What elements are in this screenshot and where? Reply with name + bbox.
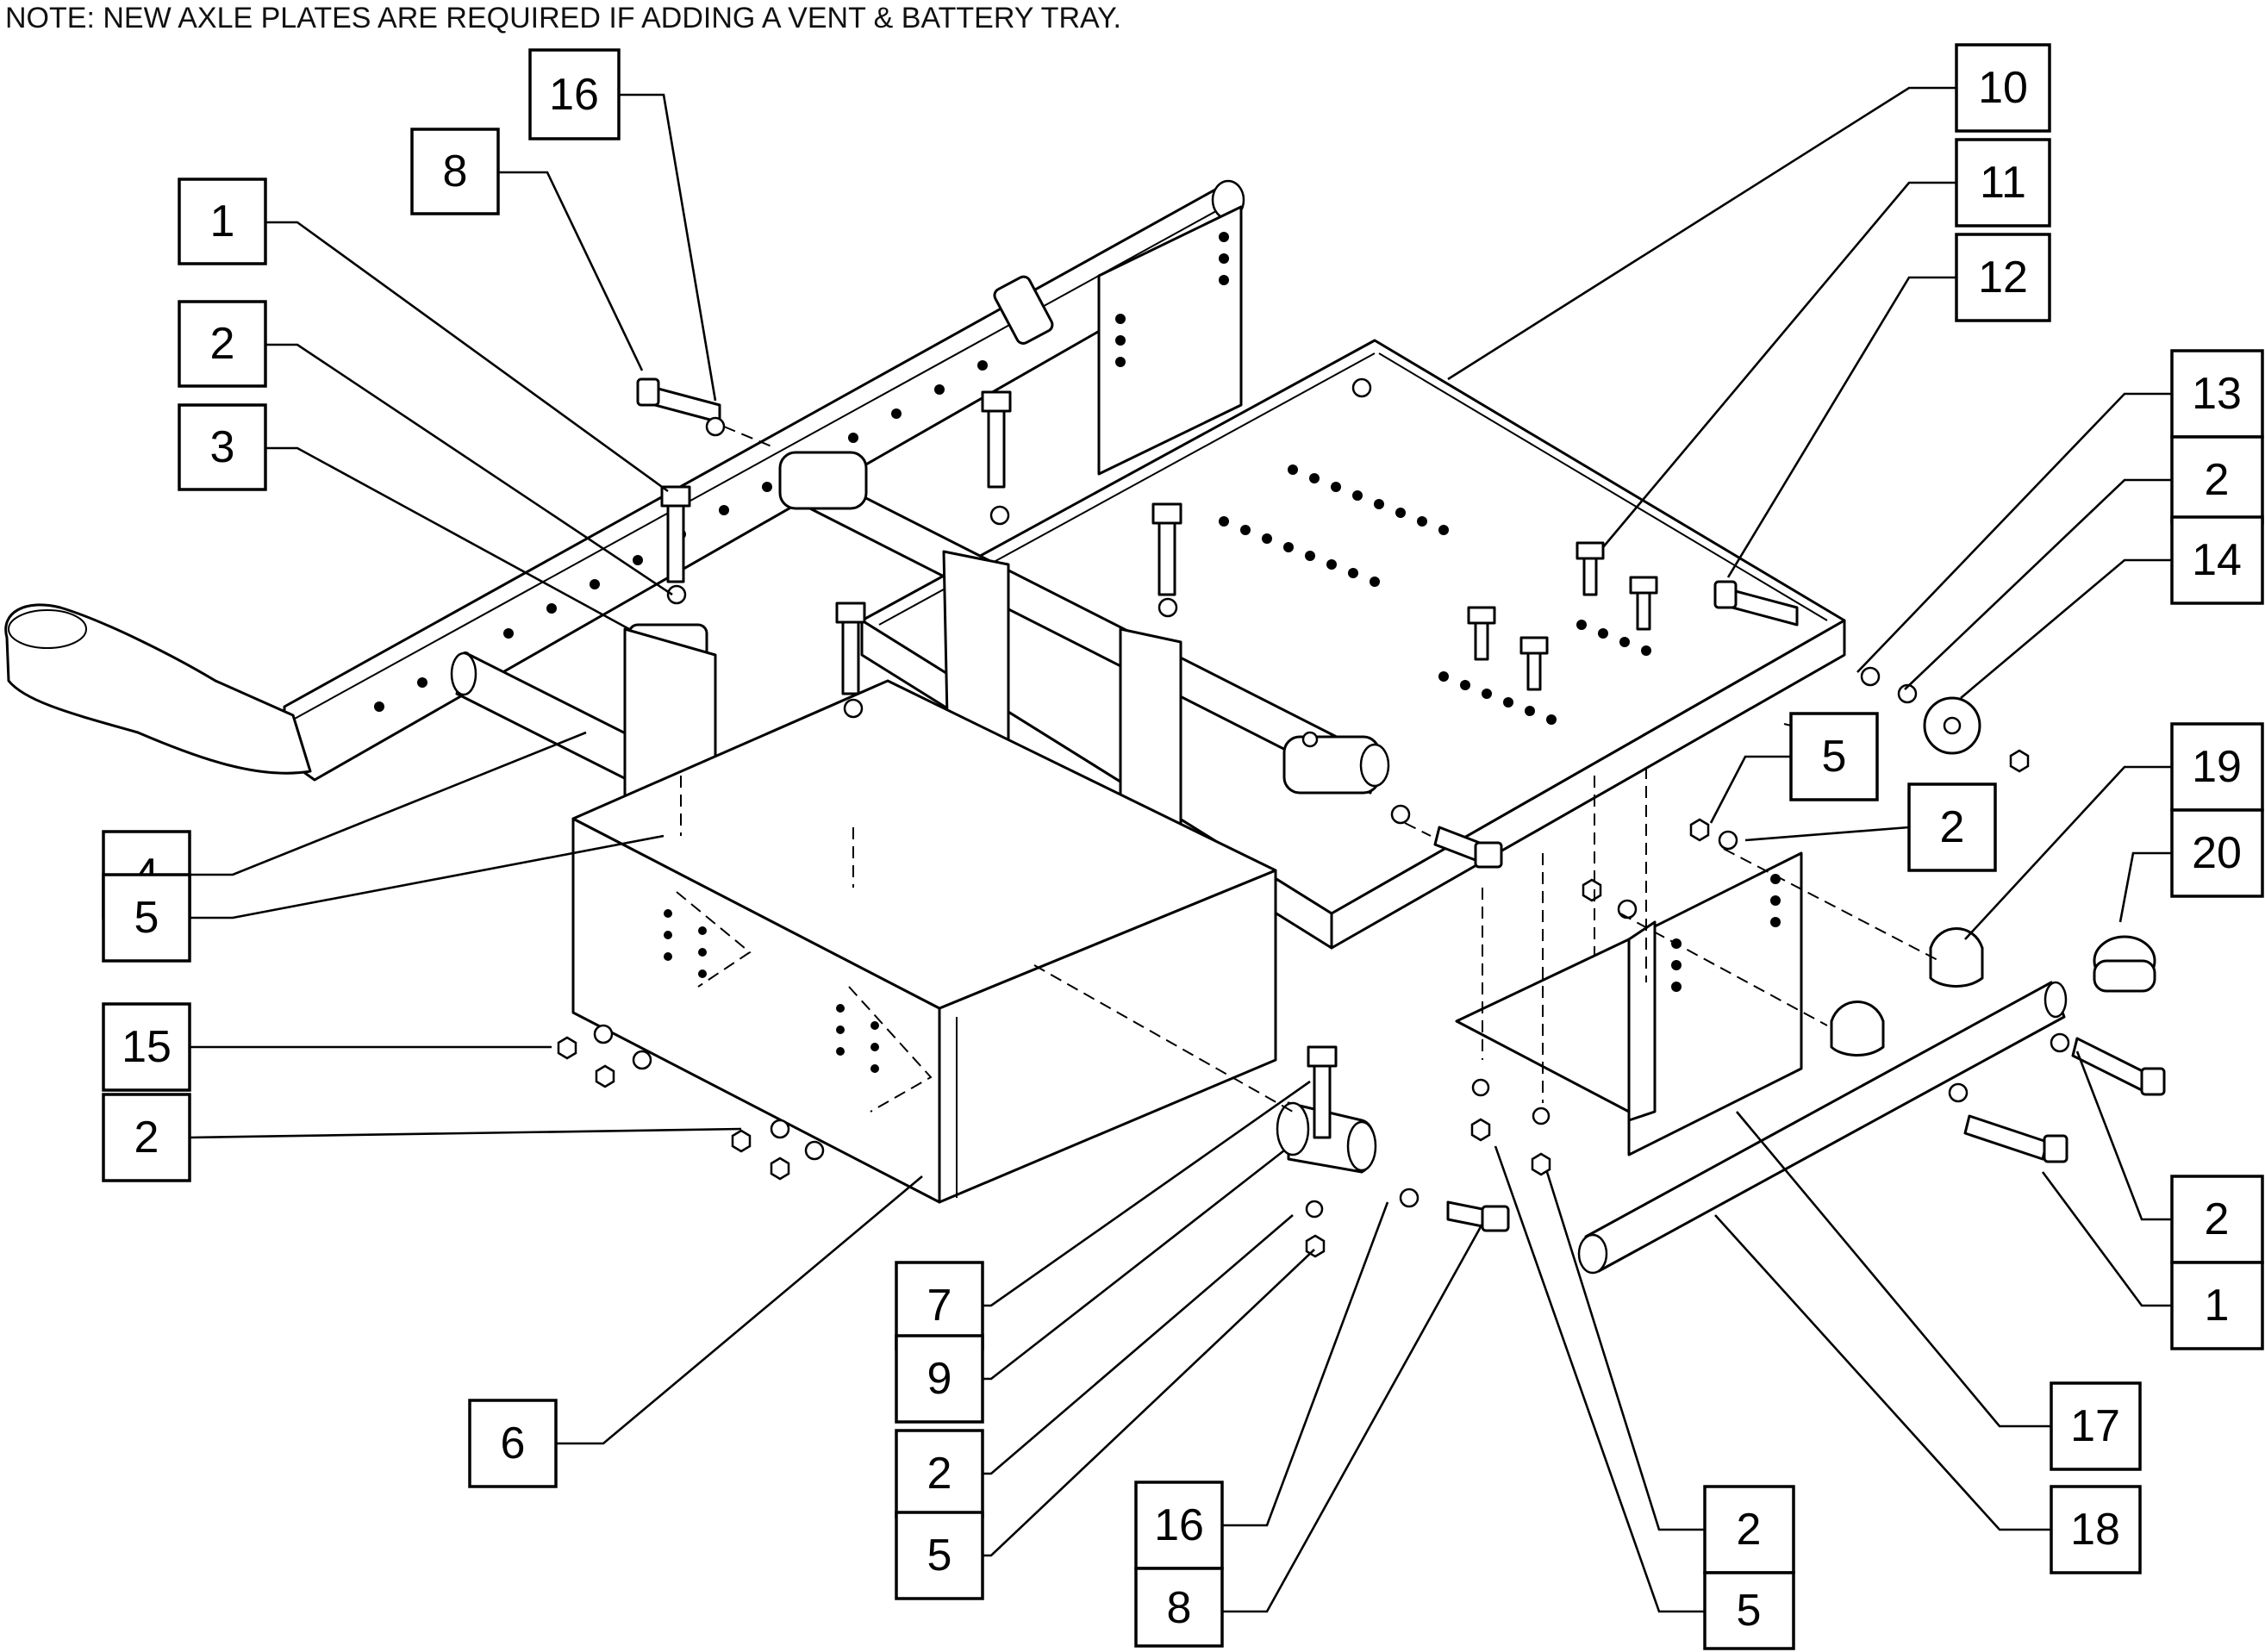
callout-2-center: 2	[895, 1429, 984, 1518]
svg-text:13: 13	[2192, 369, 2242, 419]
svg-text:8: 8	[1167, 1583, 1192, 1633]
callout-2-left-bottom: 2	[102, 1093, 191, 1182]
callout-2-right-low: 2	[2170, 1175, 2264, 1264]
callout-2-right-mid: 2	[1907, 782, 1997, 872]
assembly-lines	[680, 426, 1940, 1113]
callout-2-right-top: 2	[2170, 435, 2264, 525]
svg-text:9: 9	[927, 1354, 952, 1404]
bolts	[660, 390, 1658, 1139]
armrest	[4, 603, 312, 775]
callout-14: 14	[2170, 515, 2264, 605]
front-panel-tray	[571, 679, 1277, 1204]
svg-text:2: 2	[1737, 1505, 1762, 1555]
svg-text:16: 16	[549, 70, 599, 120]
svg-text:12: 12	[1978, 252, 2028, 302]
callout-1-right: 1	[2170, 1261, 2264, 1350]
callout-5-bottom-right: 5	[1703, 1571, 1795, 1650]
callout-18: 18	[2050, 1485, 2142, 1574]
svg-text:3: 3	[210, 422, 235, 472]
callout-2-left-top: 2	[178, 300, 267, 388]
callout-1-left: 1	[178, 178, 267, 265]
callout-16-bottom: 16	[1134, 1481, 1224, 1570]
callout-5-center: 5	[895, 1511, 984, 1600]
upper-cross-tube	[778, 451, 1390, 795]
right-axle-plate	[1455, 851, 1803, 1156]
callout-10: 10	[1955, 43, 2051, 133]
callout-13: 13	[2170, 349, 2264, 439]
callout-20: 20	[2170, 808, 2264, 898]
svg-text:6: 6	[501, 1418, 526, 1468]
svg-text:2: 2	[927, 1449, 952, 1499]
svg-text:1: 1	[210, 196, 235, 246]
assembly-note: NOTE: NEW AXLE PLATES ARE REQUIRED IF AD…	[5, 2, 1121, 34]
svg-text:5: 5	[134, 893, 159, 943]
svg-text:5: 5	[1822, 732, 1847, 782]
svg-text:7: 7	[927, 1281, 952, 1331]
svg-text:20: 20	[2192, 828, 2242, 878]
svg-text:2: 2	[210, 319, 235, 369]
callout-16-top: 16	[528, 48, 621, 140]
hardware-small	[1276, 696, 2156, 1174]
callout-5-left: 5	[102, 873, 191, 963]
svg-text:19: 19	[2192, 742, 2242, 792]
callout-15: 15	[102, 1002, 191, 1092]
svg-text:11: 11	[1980, 158, 2026, 208]
axle-tube	[1577, 981, 2068, 1275]
svg-text:1: 1	[2205, 1281, 2230, 1331]
callout-12: 12	[1955, 233, 2051, 322]
svg-text:5: 5	[1737, 1586, 1762, 1636]
svg-text:18: 18	[2070, 1505, 2120, 1555]
callout-5-right: 5	[1789, 712, 1879, 801]
svg-text:2: 2	[2205, 1194, 2230, 1244]
parts-drawing	[4, 179, 2166, 1275]
callout-2-bottom-right: 2	[1703, 1485, 1795, 1574]
callout-17: 17	[2050, 1381, 2142, 1471]
svg-text:14: 14	[2192, 535, 2242, 585]
callout-3: 3	[178, 403, 267, 491]
callout-19: 19	[2170, 722, 2264, 812]
svg-text:2: 2	[134, 1113, 159, 1163]
svg-text:16: 16	[1154, 1500, 1204, 1550]
svg-text:8: 8	[443, 146, 468, 196]
callout-11: 11	[1955, 138, 2051, 228]
svg-text:10: 10	[1978, 63, 2028, 113]
nuts-washers	[557, 416, 2070, 1258]
callout-9: 9	[895, 1334, 984, 1424]
leader-lines	[189, 86, 2172, 1613]
callout-6: 6	[468, 1399, 558, 1488]
callout-8-top: 8	[410, 128, 500, 215]
svg-text:2: 2	[1940, 802, 1965, 852]
svg-text:15: 15	[122, 1022, 172, 1072]
rear-plate	[1097, 205, 1243, 476]
svg-text:17: 17	[2070, 1401, 2120, 1451]
callout-8-bottom: 8	[1134, 1567, 1224, 1648]
svg-text:5: 5	[927, 1530, 952, 1580]
svg-text:2: 2	[2205, 455, 2230, 505]
